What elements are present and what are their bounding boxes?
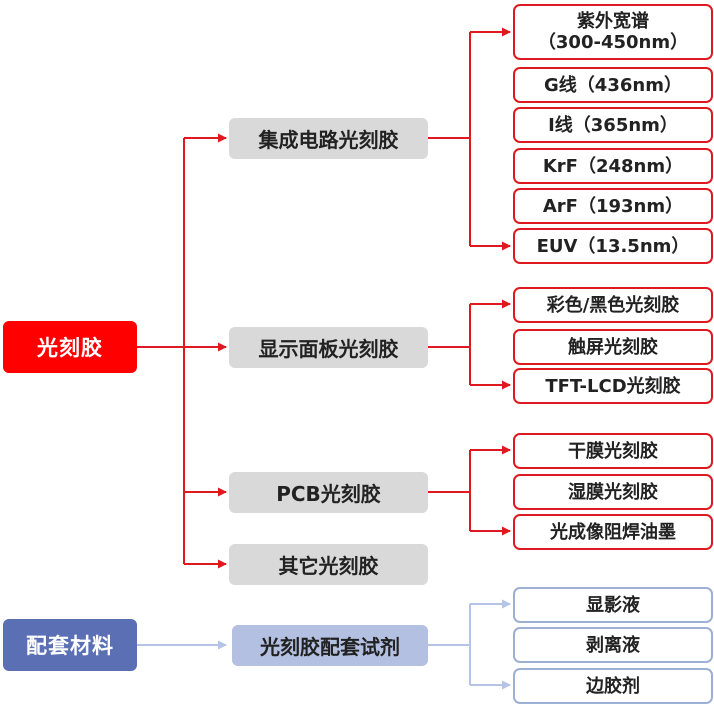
leaf-wet-film-photoresist: 湿膜光刻胶 xyxy=(513,474,713,510)
category-other-photoresist: 其它光刻胶 xyxy=(229,544,428,585)
leaf-touch-screen-photoresist: 触屏光刻胶 xyxy=(513,329,713,365)
leaf-stripper: 剥离液 xyxy=(513,627,713,663)
leaf-uv-broadband-line1: 紫外宽谱 xyxy=(577,11,649,32)
leaf-g-line: G线（436nm） xyxy=(513,67,713,103)
category-ic-photoresist: 集成电路光刻胶 xyxy=(229,118,428,159)
root-node-photoresist: 光刻胶 xyxy=(3,321,137,373)
root-node-support-materials: 配套材料 xyxy=(3,619,137,671)
leaf-krf: KrF（248nm） xyxy=(513,148,713,184)
leaf-euv: EUV（13.5nm） xyxy=(513,228,713,264)
leaf-edge-bead-remover: 边胶剂 xyxy=(513,668,713,704)
leaf-uv-broadband-line2: （300-450nm） xyxy=(537,32,689,53)
category-pcb-photoresist: PCB光刻胶 xyxy=(229,472,428,513)
leaf-developer: 显影液 xyxy=(513,587,713,623)
category-display-photoresist: 显示面板光刻胶 xyxy=(229,327,428,368)
leaf-arf: ArF（193nm） xyxy=(513,188,713,224)
leaf-dry-film-photoresist: 干膜光刻胶 xyxy=(513,433,713,469)
leaf-color-black-photoresist: 彩色/黑色光刻胶 xyxy=(513,287,713,323)
leaf-i-line: I线（365nm） xyxy=(513,107,713,143)
leaf-photoimageable-solder-mask: 光成像阻焊油墨 xyxy=(513,514,713,550)
leaf-tft-lcd-photoresist: TFT-LCD光刻胶 xyxy=(513,368,713,404)
leaf-uv-broadband: 紫外宽谱 （300-450nm） xyxy=(513,4,713,60)
category-support-reagents: 光刻胶配套试剂 xyxy=(232,625,428,666)
